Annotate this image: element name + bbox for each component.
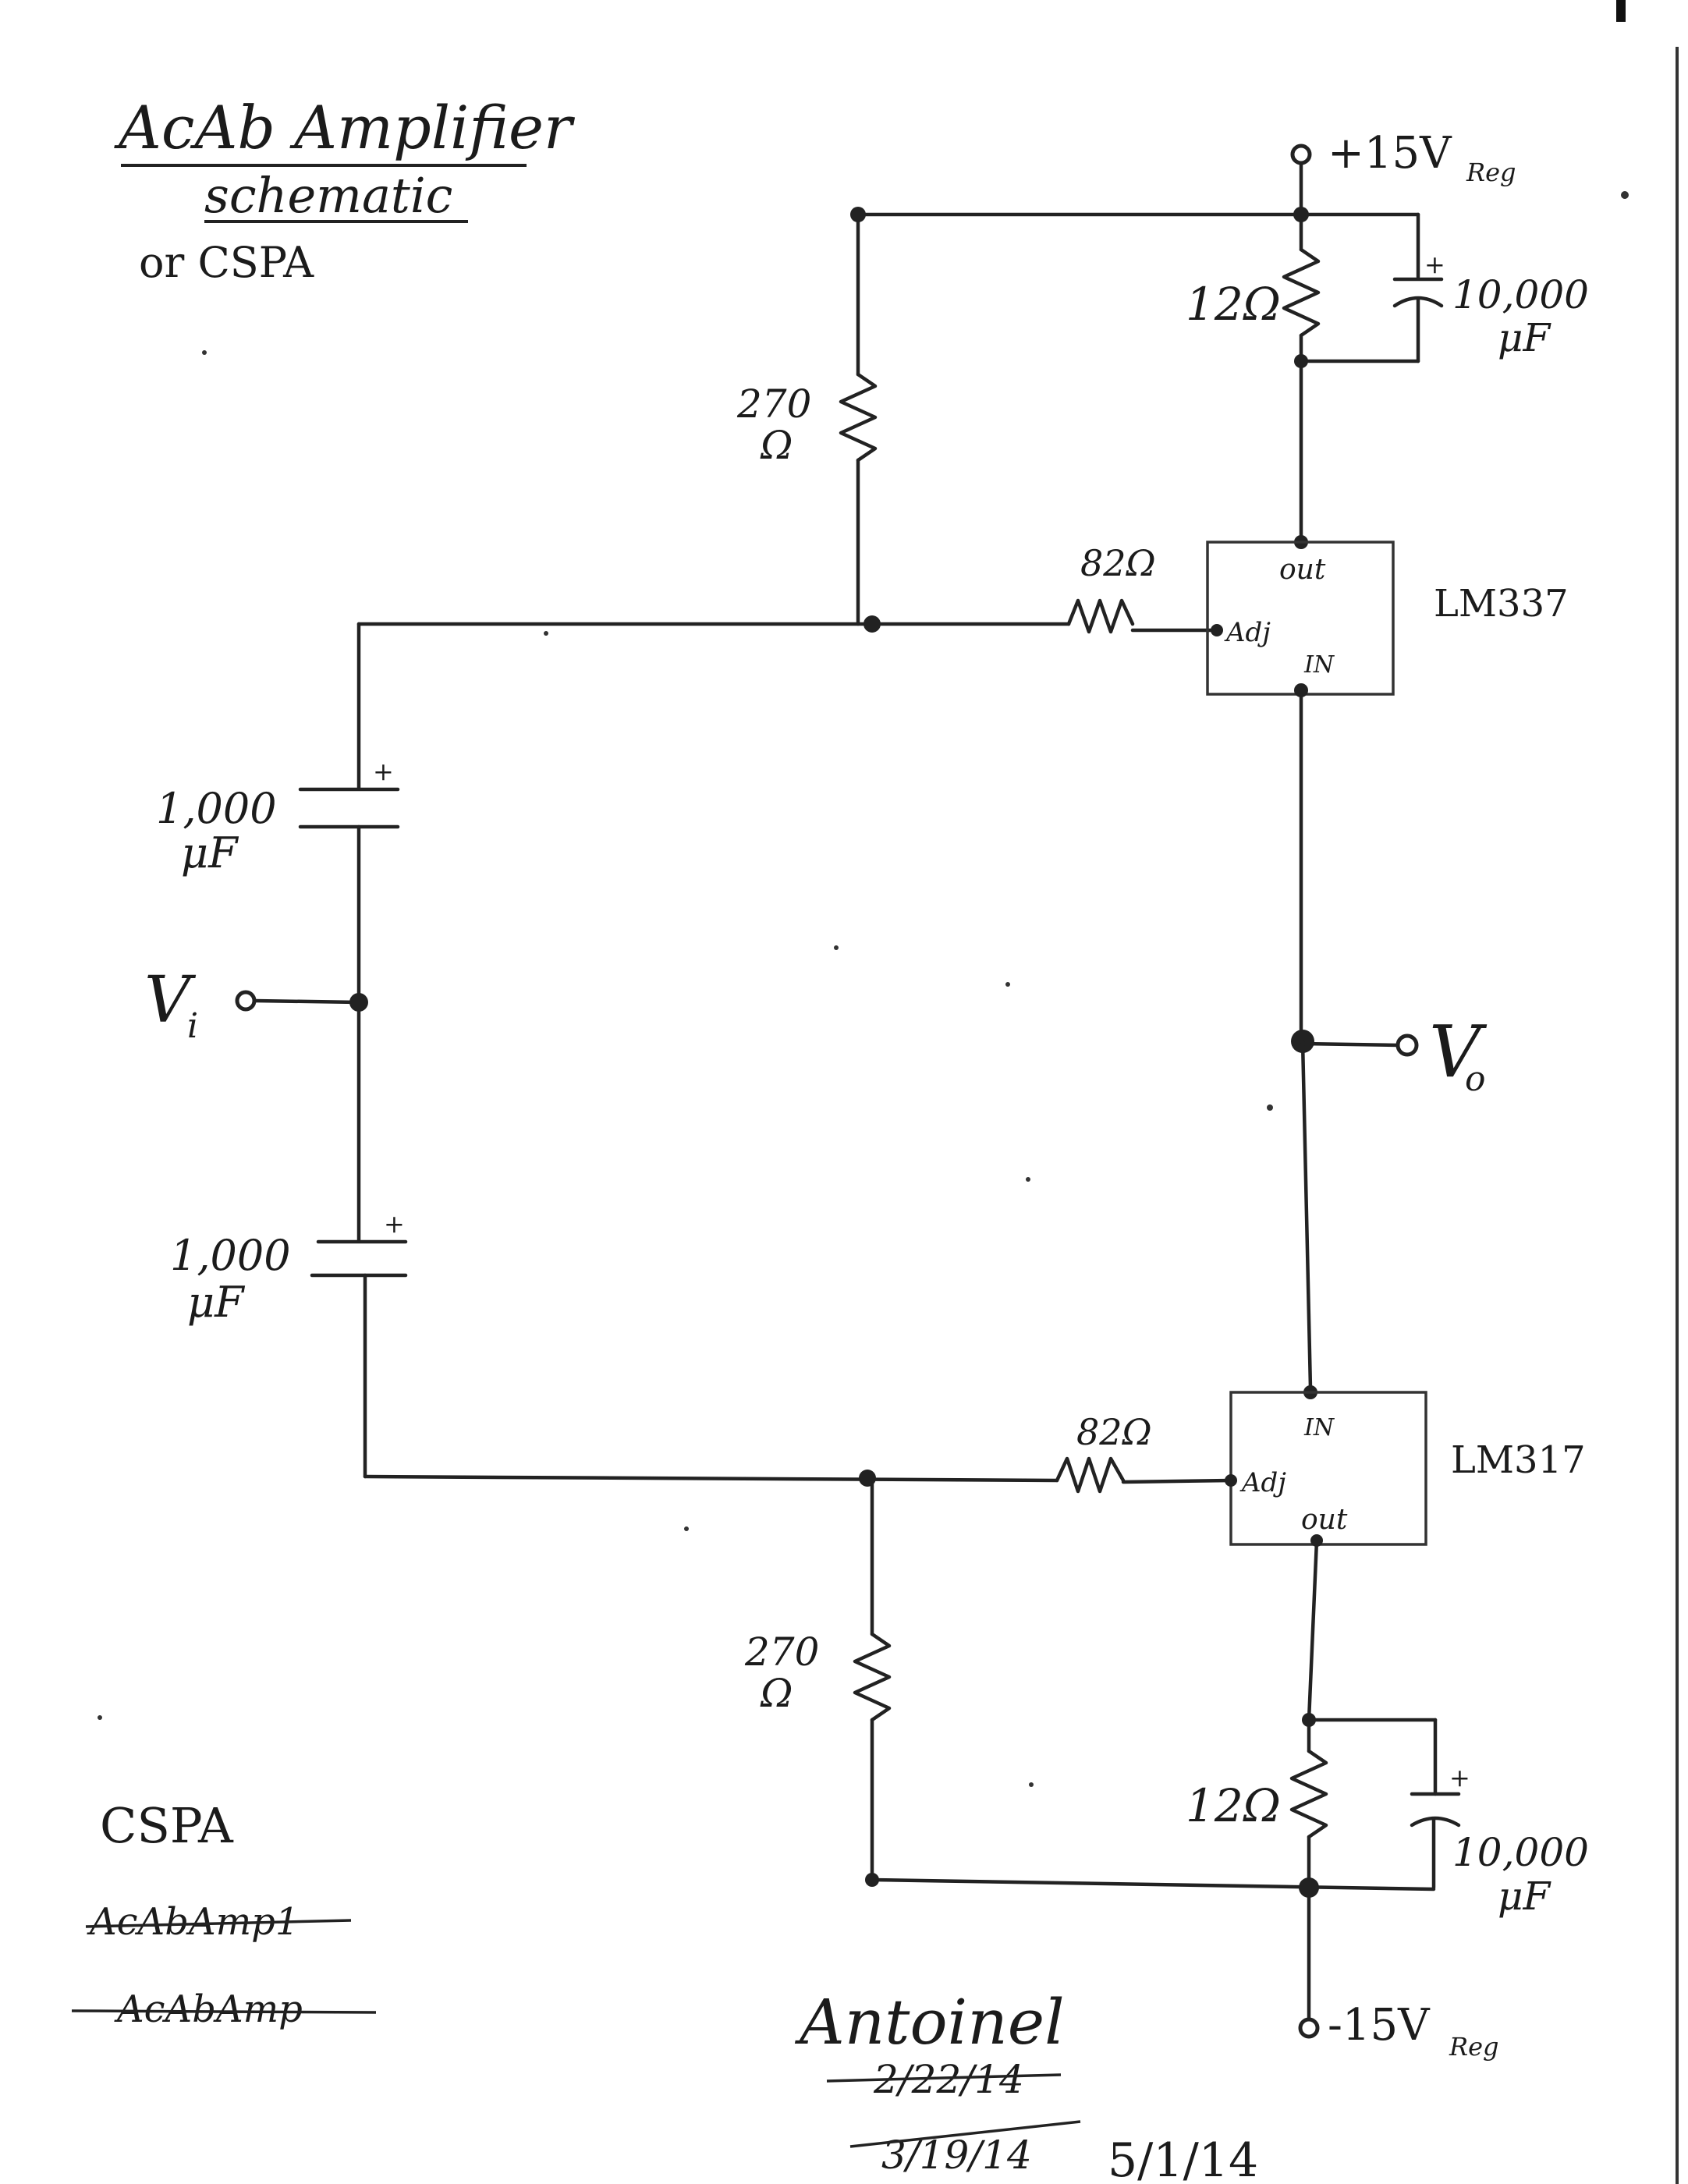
- wire-lower-left-rail: [363, 1474, 1059, 1483]
- date-struck-2: 3/19/14: [881, 2133, 1032, 2178]
- coupling-network: [235, 622, 1419, 1479]
- r270-lower-label-a: 270: [744, 1629, 819, 1675]
- title-line3: or CSPA: [139, 238, 314, 287]
- r12-upper-label: 12Ω: [1186, 278, 1281, 331]
- wire-vo: [1300, 1041, 1401, 1048]
- resistor-82-lower: [1055, 1456, 1126, 1494]
- capacitor-10000-upper-curve: [1392, 296, 1444, 308]
- node-lm317-adj: [1225, 1474, 1237, 1487]
- c1000-lower-polarity: +: [384, 1209, 405, 1239]
- note-name: CSPA: [100, 1797, 234, 1854]
- wire-bottom-rail: [870, 1877, 1436, 1892]
- strike-date-2: [849, 2120, 1081, 2148]
- note-struck-2: AcAbAmp: [114, 1987, 303, 2031]
- title-line2: schematic: [204, 167, 452, 224]
- c10000-upper-label-a: 10,000: [1452, 272, 1589, 317]
- title-block: AcAb Amplifier schematic or CSPA: [114, 93, 576, 287]
- r12-lower-label: 12Ω: [1186, 1779, 1281, 1832]
- c1000-upper-label-b: μF: [181, 828, 239, 878]
- input-label: V: [144, 963, 197, 1037]
- resistor-270-lower: [853, 1632, 892, 1722]
- negative-supply-sub: Reg: [1449, 2032, 1499, 2062]
- c10000-upper-label-b: μF: [1498, 315, 1551, 360]
- scan-mark: [1616, 0, 1626, 22]
- date-current: 5/1/14: [1108, 2133, 1258, 2184]
- input-terminal[interactable]: [235, 990, 257, 1012]
- output-label-sub: o: [1465, 1059, 1486, 1099]
- strike-1: [85, 1919, 352, 1928]
- c1000-lower-label-a: 1,000: [170, 1231, 291, 1280]
- wire-vi: [253, 998, 361, 1005]
- negative-supply-label: -15V: [1328, 2000, 1431, 2051]
- positive-supply-sub: Reg: [1466, 158, 1516, 187]
- lm317-in-pin: IN: [1303, 1414, 1335, 1441]
- wire-lower-adj: [1121, 1478, 1233, 1484]
- c10000-upper-polarity: +: [1424, 250, 1445, 279]
- lm337-out-pin: out: [1279, 554, 1326, 586]
- notes-block: CSPA AcAbAmp1 AcAbAmp Antoinel 2/22/14 3…: [71, 1797, 1258, 2184]
- input-label-sub: i: [187, 1006, 198, 1046]
- resistor-12-lower: [1289, 1749, 1328, 1839]
- lm337-in-pin: IN: [1303, 651, 1335, 679]
- scan-specks: [98, 191, 1629, 1787]
- r270-lower-label-b: Ω: [760, 1671, 793, 1716]
- c1000-lower-label-b: μF: [187, 1278, 246, 1327]
- c1000-upper-label-a: 1,000: [156, 784, 277, 833]
- lm337-label: LM337: [1434, 582, 1569, 626]
- lm317-adj-pin: Adj: [1239, 1467, 1286, 1498]
- output-terminal[interactable]: [1395, 1034, 1419, 1057]
- lower-stage: [363, 1385, 1461, 2039]
- node-lm337-adj: [1211, 624, 1223, 636]
- r82-lower-label: 82Ω: [1076, 1411, 1152, 1453]
- signature: Antoinel: [794, 1986, 1065, 2058]
- c10000-lower-label-a: 10,000: [1452, 1830, 1589, 1875]
- c10000-lower-polarity: +: [1449, 1763, 1470, 1792]
- upper-stage: [356, 144, 1444, 1044]
- strike-2: [71, 2009, 377, 2014]
- lm317-out-pin: out: [1301, 1504, 1348, 1536]
- lm337-adj-pin: Adj: [1224, 617, 1271, 648]
- c1000-upper-polarity: +: [373, 757, 394, 786]
- negative-supply-terminal[interactable]: [1298, 2017, 1320, 2039]
- wire-vo-down: [1300, 1039, 1313, 1391]
- positive-supply-terminal[interactable]: [1290, 144, 1312, 165]
- title-line1: AcAb Amplifier: [114, 93, 576, 162]
- lm317-body: [1229, 1391, 1427, 1546]
- resistor-12-upper: [1282, 247, 1321, 338]
- component-labels: +15V Reg -15V Reg V i V o LM337 out Adj …: [144, 128, 1589, 2062]
- wire-lm317-out: [1307, 1538, 1319, 1722]
- positive-supply-label: +15V: [1328, 128, 1452, 179]
- output-label: V: [1429, 1010, 1488, 1094]
- r270-upper-label-b: Ω: [760, 423, 793, 468]
- lm317-label: LM317: [1451, 1438, 1586, 1482]
- strike-date-1: [826, 2073, 1062, 2083]
- r270-upper-label-a: 270: [736, 381, 811, 427]
- resistor-270-upper: [839, 372, 878, 463]
- resistor-82-upper: [1066, 598, 1135, 634]
- c10000-lower-label-b: μF: [1498, 1874, 1551, 1919]
- r82-upper-label: 82Ω: [1080, 542, 1156, 584]
